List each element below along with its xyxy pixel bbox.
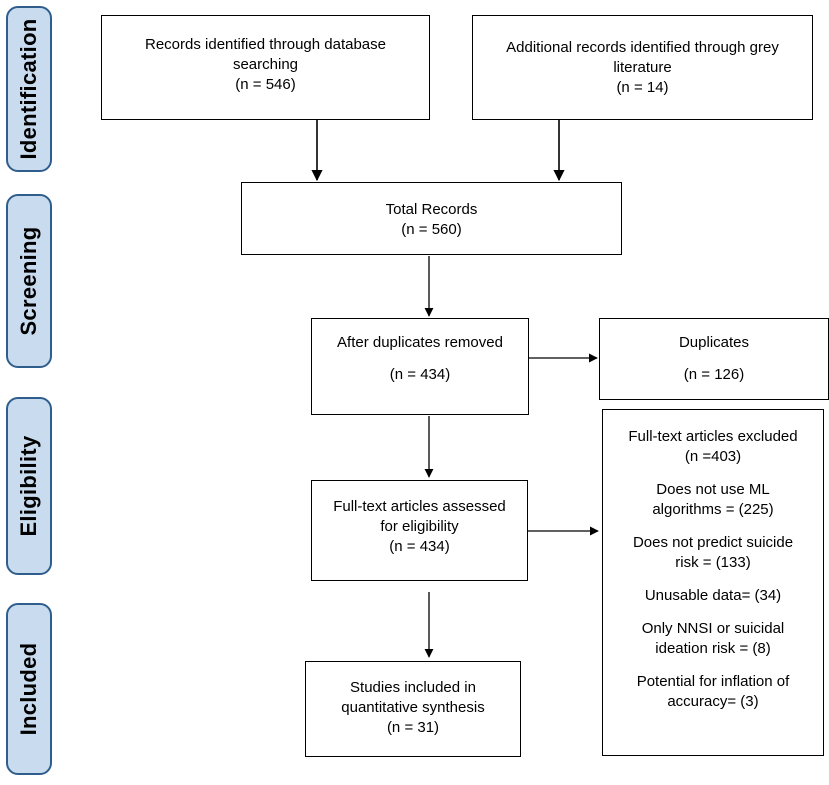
box-duplicates: Duplicates (n = 126) xyxy=(599,318,829,400)
box-text: quantitative synthesis xyxy=(341,699,485,716)
box-count: (n = 546) xyxy=(235,76,296,93)
box-text: searching xyxy=(232,56,299,73)
box-text: literature xyxy=(613,59,672,76)
box-count: (n = 14) xyxy=(616,79,669,96)
box-count: (n = 560) xyxy=(401,221,462,238)
excluded-reason-count: algorithms = (225) xyxy=(652,501,774,518)
box-database-records: Records identified through database sear… xyxy=(101,15,430,120)
stage-included: Included xyxy=(6,603,52,775)
box-text: Additional records identified through gr… xyxy=(506,39,779,56)
box-text: After duplicates removed xyxy=(337,334,503,351)
excluded-count: (n =403) xyxy=(684,448,742,465)
stage-eligibility: Eligibility xyxy=(6,397,52,575)
excluded-reason-count: risk = (133) xyxy=(675,554,751,571)
box-text: Total Records xyxy=(385,201,478,218)
box-total-records: Total Records (n = 560) xyxy=(241,182,622,255)
excluded-reason-count: accuracy= (3) xyxy=(667,693,759,710)
box-count: (n = 434) xyxy=(389,538,450,555)
excluded-reason: Does not use ML xyxy=(656,481,770,498)
box-grey-literature: Additional records identified through gr… xyxy=(472,15,813,120)
excluded-reason: Unusable data= (34) xyxy=(644,587,782,604)
box-count: (n = 434) xyxy=(389,366,451,383)
excluded-reason: Does not predict suicide xyxy=(632,534,794,551)
box-count: (n = 126) xyxy=(683,366,745,383)
box-count: (n = 31) xyxy=(386,719,440,736)
excluded-reason: Only NNSI or suicidal xyxy=(641,620,785,637)
box-text: Studies included in xyxy=(350,679,476,696)
stage-identification: Identification xyxy=(6,6,52,172)
box-fulltext-assessed: Full-text articles assessed for eligibil… xyxy=(311,480,528,581)
box-fulltext-excluded: Full-text articles excluded (n =403) Doe… xyxy=(602,409,824,756)
excluded-reason-count: ideation risk = (8) xyxy=(655,640,771,657)
excluded-heading: Full-text articles excluded xyxy=(628,428,798,445)
box-text: Duplicates xyxy=(678,334,750,351)
box-after-duplicates: After duplicates removed (n = 434) xyxy=(311,318,529,415)
box-studies-included: Studies included in quantitative synthes… xyxy=(305,661,521,757)
stage-screening: Screening xyxy=(6,194,52,368)
box-text: Full-text articles assessed xyxy=(333,498,506,515)
box-text: Records identified through database xyxy=(145,36,386,53)
box-text: for eligibility xyxy=(380,518,459,535)
excluded-reason: Potential for inflation of xyxy=(636,673,790,690)
